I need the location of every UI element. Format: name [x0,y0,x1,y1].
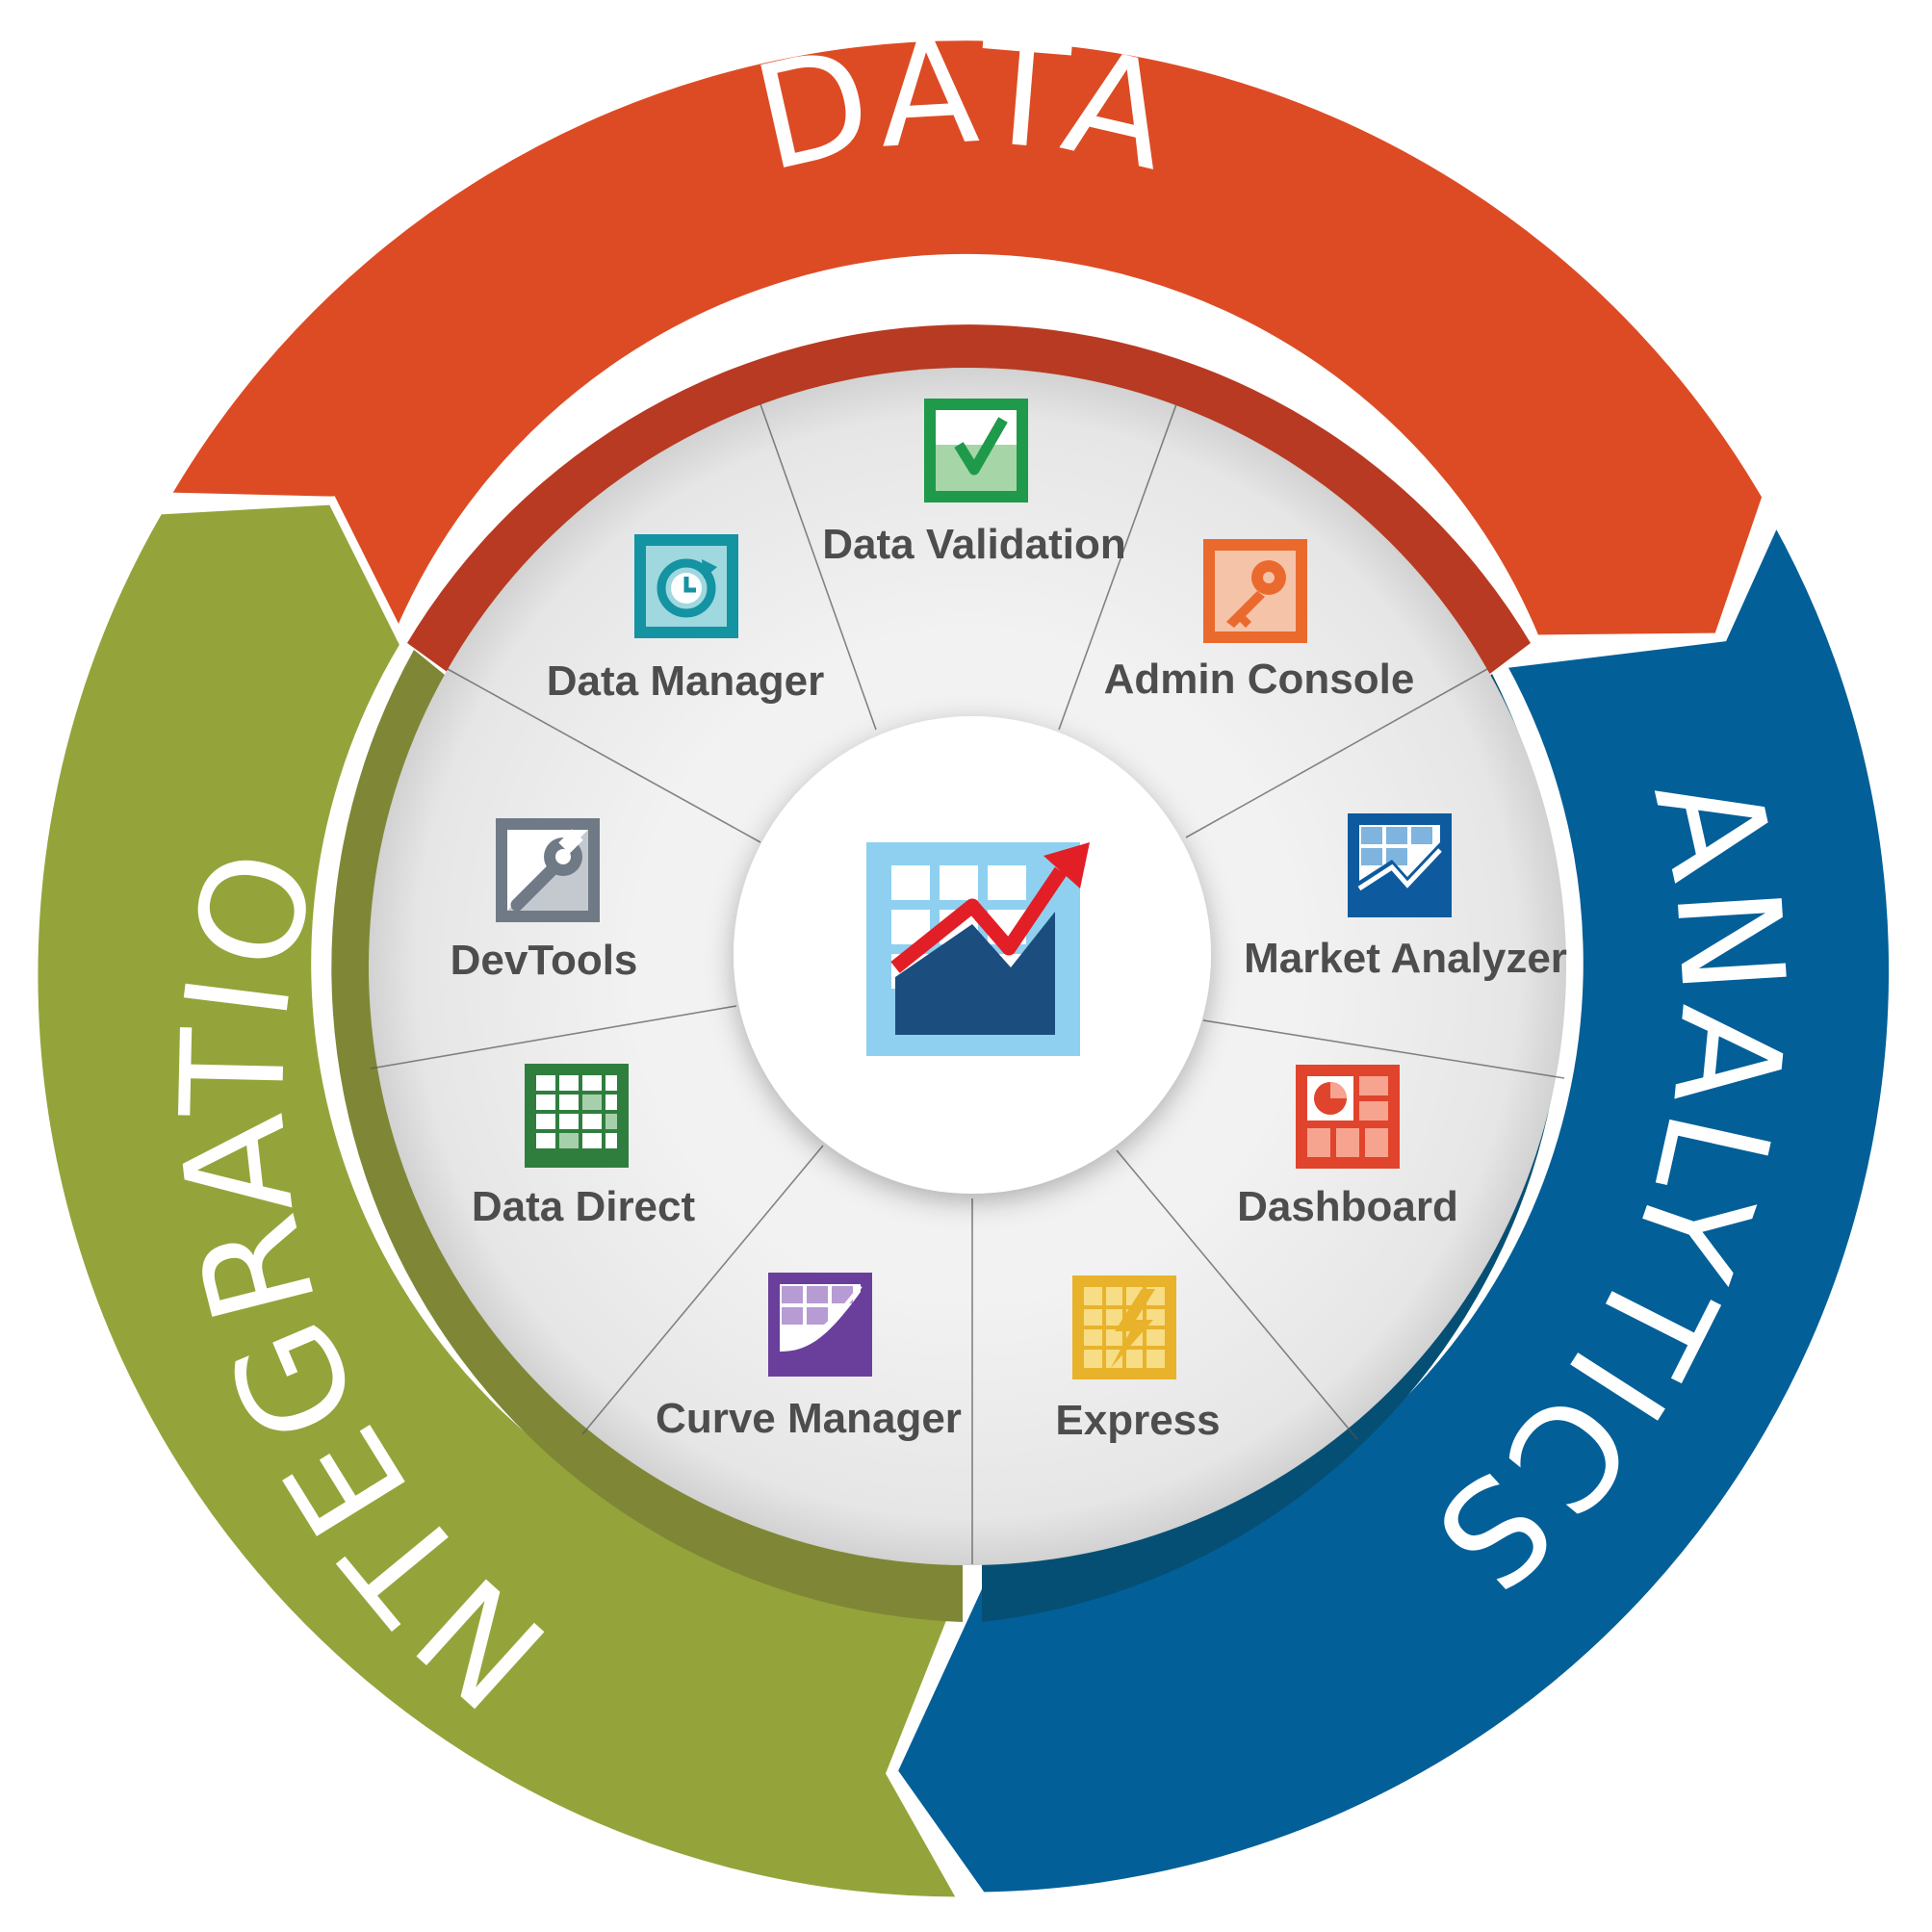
app-data-manager[interactable]: Data Manager [547,534,825,705]
key-icon [1203,539,1307,643]
app-label: Data Direct [472,1183,696,1230]
integration-inner-band [331,650,964,1622]
app-label: Express [1055,1397,1220,1444]
app-market-analyzer[interactable]: Market Analyzer [1244,813,1567,982]
app-label: Market Analyzer [1244,935,1567,982]
table-grid-icon [525,1064,629,1168]
ring [29,32,1898,1906]
data-segment [158,32,1771,650]
app-data-direct[interactable]: Data Direct [472,1064,696,1230]
data-inner-band [407,324,1531,676]
app-label: Admin Console [1104,656,1415,703]
app-dashboard[interactable]: Dashboard [1237,1065,1458,1230]
pie-grid-icon [1296,1065,1400,1169]
app-label: Dashboard [1237,1183,1458,1230]
app-label: Data Validation [822,521,1125,568]
app-curve-manager[interactable]: Curve Manager [656,1273,962,1442]
app-admin-console[interactable]: Admin Console [1104,539,1415,703]
checkbox-check-icon [924,399,1028,502]
app-data-validation[interactable]: Data Validation [822,399,1126,568]
app-label: DevTools [451,937,638,984]
mountain-chart-icon [1348,813,1452,917]
market-chart-icon [866,842,1090,1056]
disc-spokes [370,403,1565,1564]
app-devtools[interactable]: DevTools [451,818,638,984]
app-express[interactable]: Express [1055,1275,1221,1444]
wrench-icon [496,818,600,922]
clock-refresh-icon [634,534,738,638]
center-hub [734,716,1211,1194]
curve-grid-icon [768,1273,872,1377]
lightning-grid-icon [1072,1275,1176,1379]
app-label: Curve Manager [656,1395,962,1442]
data-ring-label: DATA [741,8,1191,204]
app-label: Data Manager [547,657,825,705]
